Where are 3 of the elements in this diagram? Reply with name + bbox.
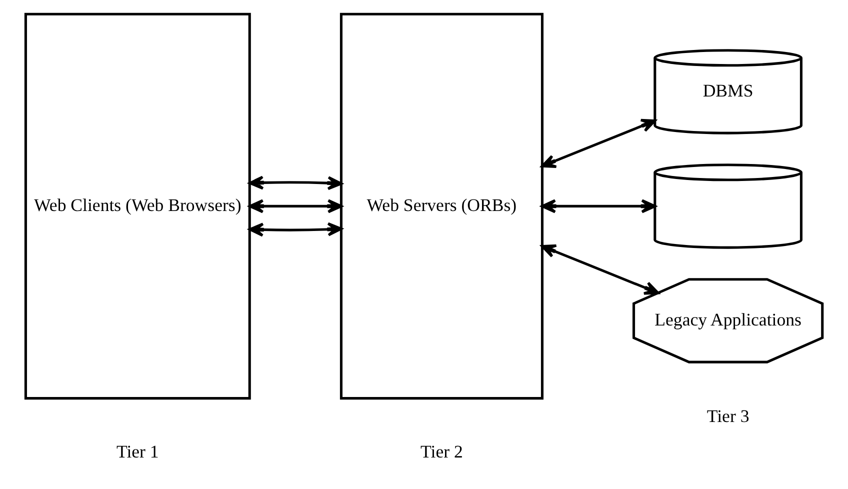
label: Tier 2 [420, 441, 463, 462]
label: Tier 3 [706, 406, 750, 426]
label: Tier 1 [116, 441, 159, 462]
